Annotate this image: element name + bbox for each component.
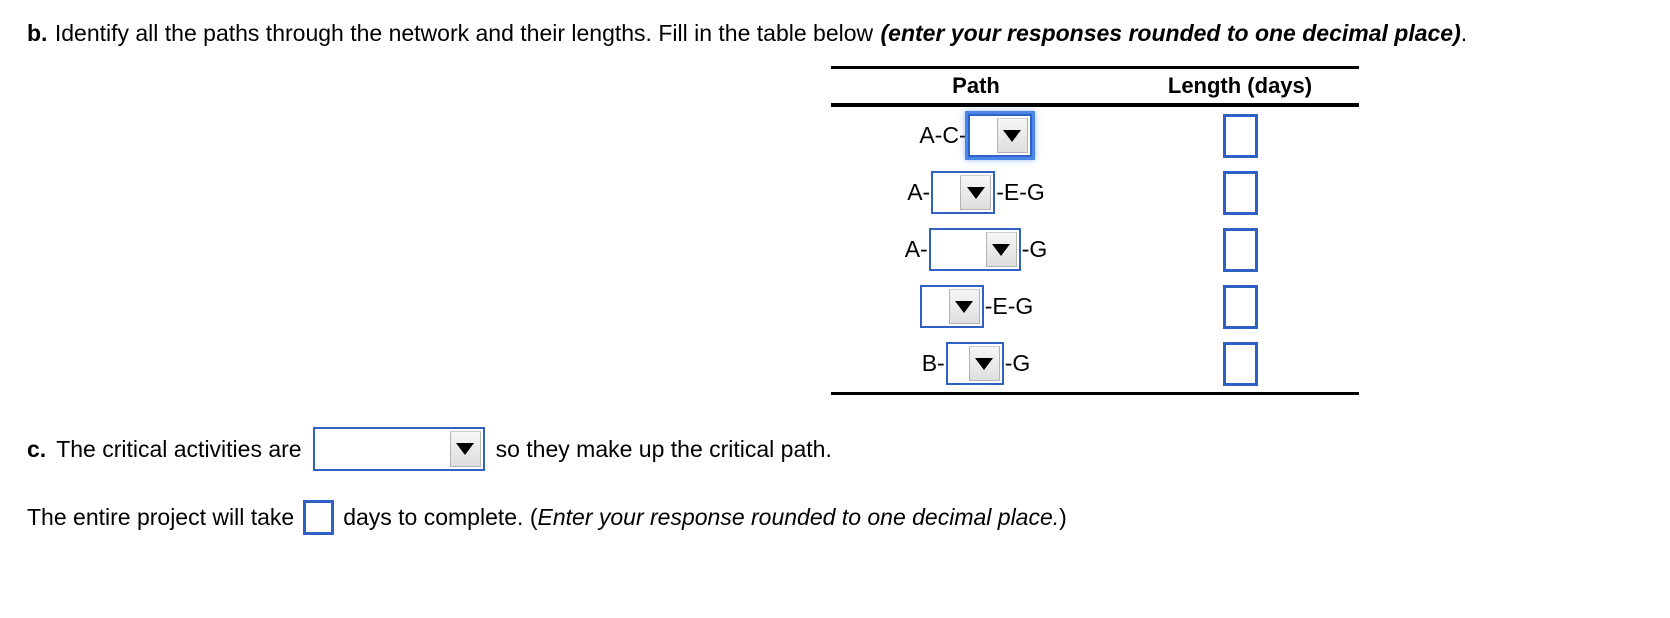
table-bottom-rule [831, 392, 1359, 395]
caret-down-icon[interactable] [996, 118, 1028, 153]
part-d-text-middle: days to complete. ( [343, 503, 538, 530]
part-d: The entire project will take days to com… [27, 495, 1067, 539]
part-c: c. The critical activities are so they m… [27, 425, 833, 473]
length-input-4[interactable] [1222, 284, 1258, 329]
part-d-italic-note: Enter your response rounded to one decim… [537, 503, 1060, 530]
table-row: -E-G [831, 278, 1359, 335]
table-row: A-C- [831, 107, 1359, 164]
table-row: A- -E-G [831, 164, 1359, 221]
length-cell [1121, 113, 1359, 158]
path-node-dropdown-1[interactable] [967, 114, 1032, 157]
part-c-label: c. [27, 435, 47, 462]
path-prefix: A-C- [919, 122, 967, 148]
path-prefix: A- [904, 236, 928, 262]
prompt-b-label: b. [27, 20, 48, 46]
path-suffix: -G [1004, 350, 1031, 376]
path-cell: A- -E-G [831, 171, 1121, 214]
path-node-dropdown-3[interactable] [928, 228, 1021, 271]
caret-down-icon[interactable] [968, 346, 1000, 381]
path-prefix: A- [907, 179, 931, 205]
project-duration-input[interactable] [303, 499, 335, 535]
table-row: B- -G [831, 335, 1359, 392]
column-header-path: Path [952, 73, 1000, 98]
length-input-1[interactable] [1222, 113, 1258, 158]
length-input-5[interactable] [1222, 341, 1258, 386]
path-prefix: B- [921, 350, 945, 376]
path-suffix: -E-G [996, 179, 1045, 205]
path-cell: A- -G [831, 228, 1121, 271]
length-input-2[interactable] [1222, 170, 1258, 215]
length-input-3[interactable] [1222, 227, 1258, 272]
prompt-b: b. Identify all the paths through the ne… [27, 18, 1467, 48]
path-suffix: -G [1021, 236, 1048, 262]
table-top-rule [831, 66, 1359, 69]
path-node-dropdown-2[interactable] [931, 171, 996, 214]
critical-activities-dropdown[interactable] [312, 427, 485, 471]
part-c-text-after: so they make up the critical path. [495, 435, 832, 462]
prompt-b-italic-note: (enter your responses rounded to one dec… [880, 20, 1461, 46]
caret-down-icon[interactable] [948, 289, 980, 324]
path-cell: B- -G [831, 342, 1121, 385]
column-header-length: Length (days) [1167, 73, 1313, 98]
caret-down-icon[interactable] [449, 431, 481, 467]
prompt-b-text: Identify all the paths through the netwo… [54, 20, 874, 46]
path-node-dropdown-4[interactable] [919, 285, 984, 328]
table-header-row: Path Length (days) [831, 69, 1359, 103]
path-suffix: -E-G [984, 293, 1034, 319]
length-cell [1121, 227, 1359, 272]
table-header-rule [831, 103, 1359, 107]
caret-down-icon[interactable] [960, 175, 992, 210]
length-cell [1121, 284, 1359, 329]
length-cell [1121, 170, 1359, 215]
table-row: A- -G [831, 221, 1359, 278]
part-d-text-before: The entire project will take [27, 503, 295, 530]
caret-down-icon[interactable] [985, 232, 1017, 267]
part-d-text-after: ) [1059, 503, 1067, 530]
prompt-b-trailing: . [1460, 20, 1468, 46]
path-length-table: Path Length (days) A-C- A- -E-G [831, 66, 1359, 395]
path-node-dropdown-5[interactable] [945, 342, 1004, 385]
path-cell: A-C- [831, 114, 1121, 157]
length-cell [1121, 341, 1359, 386]
path-cell: -E-G [831, 285, 1121, 328]
part-c-text-before: The critical activities are [56, 435, 302, 462]
